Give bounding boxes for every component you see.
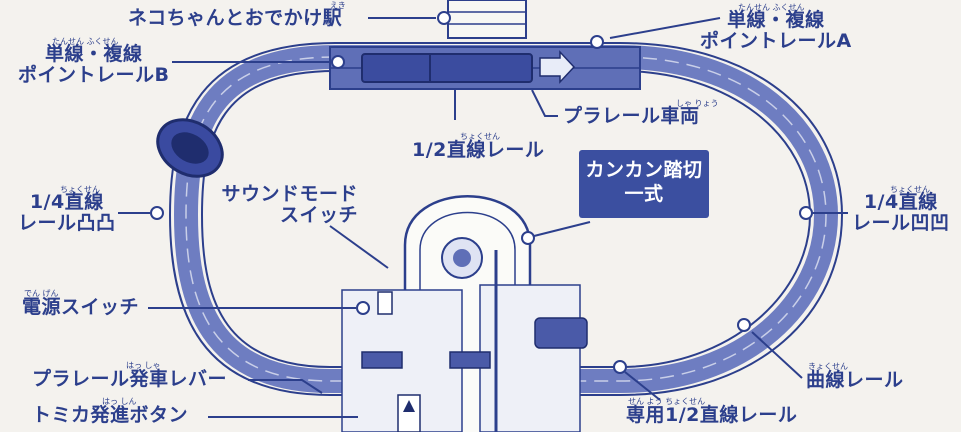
tomica-furigana: はっ しん: [102, 397, 137, 406]
curve-name: 曲線レール: [806, 369, 904, 391]
label-train: プラレール車両: [563, 106, 700, 127]
label-launch-lever: プラレール発車レバー: [32, 369, 227, 390]
leader-station-dot: [437, 11, 451, 25]
quarter-left-line1: 1/4直線: [29, 191, 104, 213]
tomica-arrow: [403, 400, 415, 412]
launch-furigana: はっ しゃ: [126, 361, 161, 370]
label-sound-switch: サウンドモード スイッチ: [208, 184, 358, 226]
half-straight-furigana: ちょくせん: [460, 132, 500, 141]
gear-wheel: [534, 317, 588, 349]
sound-line1: サウンドモード: [221, 183, 358, 205]
tunnel-mouth: [171, 132, 209, 164]
crossing-line1: カンカン踏切: [585, 159, 703, 181]
launch-name: プラレール発車レバー: [32, 368, 228, 390]
label-point-a: 単線・複線 ポイントレールA: [700, 10, 852, 52]
leader-point-a: [609, 17, 721, 39]
train-direction-arrow: [539, 50, 576, 84]
station-name: ネコちゃんとおでかけ駅: [128, 7, 343, 29]
tomica-ramp: [397, 394, 421, 432]
power-switch-slot: [377, 291, 393, 315]
leader-crossing: [533, 221, 591, 237]
quarter-right-line1: 1/4直線: [863, 191, 938, 213]
quarter-right-line2: レール凹凹: [852, 212, 950, 234]
point-b-line2: ポイントレールB: [18, 64, 170, 86]
dedicated-furigana: せん よう ちょくせん: [628, 397, 706, 406]
tomica-name: トミカ発進ボタン: [32, 404, 189, 426]
crossing-line2: 一式: [624, 183, 664, 205]
leader-point-b-dot: [331, 55, 345, 69]
curve-furigana: きょくせん: [808, 362, 848, 371]
double-track-section: [329, 46, 641, 90]
leader-point-a-dot: [590, 35, 604, 49]
point-a-line2: ポイントレールA: [700, 30, 852, 52]
label-crossing: カンカン踏切 一式: [579, 150, 709, 218]
crossing-structure: [341, 195, 588, 432]
leader-curve: [751, 331, 803, 379]
point-b-line1: 単線・複線: [44, 43, 143, 65]
sound-line2: スイッチ: [279, 204, 358, 226]
label-quarter-left: 1/4直線 レール凸凸: [18, 192, 116, 234]
lever-slot-right: [449, 351, 491, 369]
train-name: プラレール車両: [563, 105, 700, 127]
station-platform: [447, 0, 527, 39]
point-a-furigana: たんせん ふくせん: [738, 3, 805, 12]
leader-curve-dot: [737, 318, 751, 332]
train-car: [361, 53, 533, 83]
leader-quarter-left-dot: [150, 206, 164, 220]
station-building: [447, 0, 527, 39]
label-quarter-right: 1/4直線 レール凹凹: [852, 192, 950, 234]
point-b-furigana: たんせん ふくせん: [52, 37, 119, 46]
tunnel: [156, 118, 224, 178]
label-dedicated: 専用1/2直線レール: [626, 405, 797, 426]
station-furigana: えき: [330, 1, 346, 10]
quarter-left-line2: レール凸凸: [18, 212, 116, 234]
leader-sound: [329, 225, 389, 269]
leader-dedicated: [624, 371, 661, 401]
label-power: 電源スイッチ: [22, 297, 139, 318]
point-a-line1: 単線・複線: [727, 9, 825, 31]
leader-power-dot: [356, 301, 370, 315]
dedicated-name: 専用1/2直線レール: [626, 404, 798, 426]
leader-quarter-right-dot: [799, 206, 813, 220]
leader-dedicated-dot: [613, 360, 627, 374]
lever-slot: [361, 351, 403, 369]
train-furigana: しゃ りょう: [676, 99, 719, 108]
leader-crossing-dot: [521, 231, 535, 245]
label-station: ネコちゃんとおでかけ駅: [128, 8, 342, 29]
leader-train: [531, 89, 558, 117]
quarter-right-furigana: ちょくせん: [890, 185, 930, 194]
power-name: 電源スイッチ: [22, 296, 140, 318]
label-tomica: トミカ発進ボタン: [32, 405, 188, 426]
leader-launch: [248, 379, 323, 394]
label-curve: 曲線レール: [806, 370, 904, 391]
half-straight-name: 1/2直線レール: [412, 139, 545, 161]
label-half-straight: 1/2直線レール: [412, 140, 544, 161]
label-point-b: 単線・複線 ポイントレールB: [18, 44, 169, 86]
leader-lines: [118, 11, 848, 418]
tower-inner-arch: [419, 211, 516, 432]
tower-light-core: [453, 249, 471, 267]
quarter-left-furigana: ちょくせん: [60, 185, 100, 194]
power-furigana: でん げん: [24, 289, 59, 298]
